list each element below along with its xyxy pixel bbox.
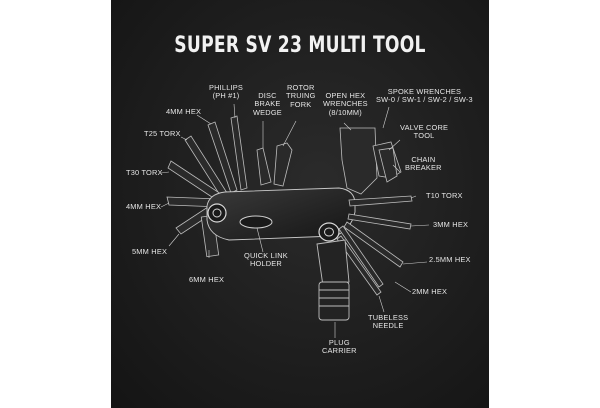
tool-body — [206, 187, 356, 242]
tool-bits-right — [336, 195, 413, 296]
label-t25-torx: T25 TORX — [144, 129, 181, 138]
plug-carrier — [316, 239, 350, 321]
label-4mm-hex-top: 4MM HEX — [166, 107, 202, 116]
label-2mm-hex: 2MM HEX — [412, 287, 448, 296]
pivot-bolt-right — [318, 222, 340, 242]
disc-brake-wedge — [256, 147, 272, 186]
label-4mm-hex-left: 4MM HEX — [126, 202, 162, 211]
open-hex-wrenches — [339, 127, 378, 195]
label-t10-torx: T10 TORX — [426, 191, 463, 200]
hex-3mm-bit — [347, 213, 412, 230]
label-6mm-hex: 6MM HEX — [189, 275, 225, 284]
chain-breaker — [378, 147, 398, 183]
quick-link-holder — [239, 215, 273, 229]
label-3mm-hex: 3MM HEX — [433, 220, 469, 229]
infographic-title: SUPER SV 23 MULTI TOOL — [174, 33, 426, 58]
rotor-truing-fork — [273, 142, 293, 187]
hex-2-5mm-bit — [343, 221, 404, 268]
leader-lines — [160, 103, 430, 338]
label-t30-torx: T30 TORX — [126, 168, 163, 177]
hex-2mm-bit — [338, 225, 384, 288]
label-5mm-hex: 5MM HEX — [132, 247, 168, 256]
tool-bits-top — [256, 127, 402, 195]
tubeless-needle — [336, 235, 382, 296]
pivot-bolt-left — [207, 203, 227, 223]
label-phillips: PHILLIPS(PH #1) — [209, 83, 244, 101]
product-infographic-panel: SUPER SV 23 MULTI TOOL — [111, 0, 489, 408]
label-2-5mm-hex: 2.5MM HEX — [429, 255, 471, 264]
multi-tool-illustration — [160, 103, 430, 338]
hex-4mm-bit-top — [207, 121, 238, 194]
t10-torx-bit — [348, 195, 413, 207]
